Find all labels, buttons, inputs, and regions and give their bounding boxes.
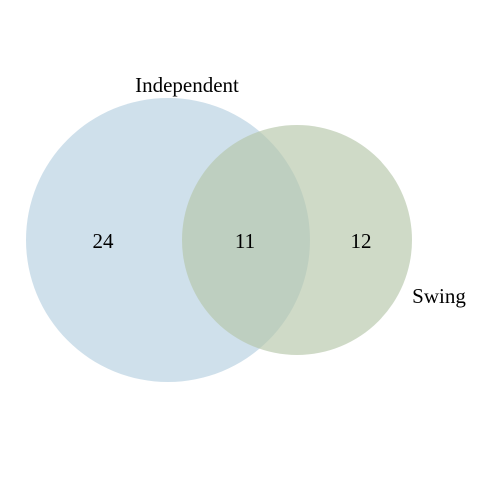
swing-only-count: 12: [351, 229, 372, 253]
swing-circle: [182, 125, 412, 355]
swing-set-label: Swing: [412, 284, 466, 308]
intersection-count: 11: [235, 229, 255, 253]
independent-only-count: 24: [93, 229, 115, 253]
independent-set-label: Independent: [135, 73, 239, 97]
